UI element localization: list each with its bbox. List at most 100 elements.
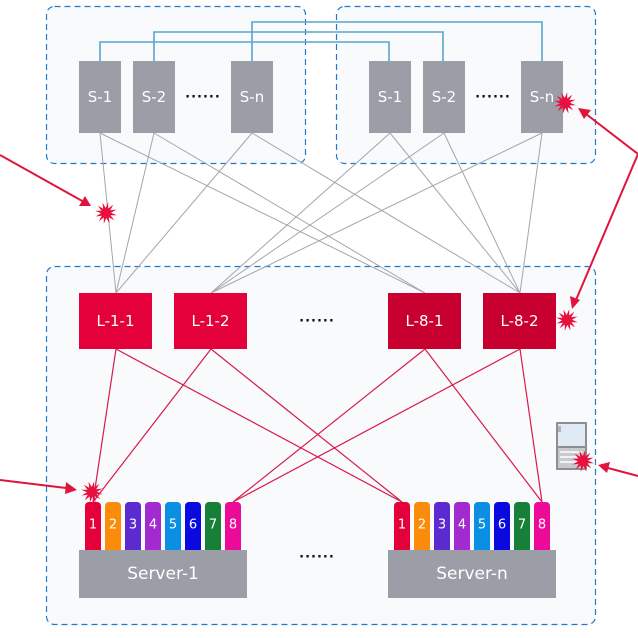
leaf-node-l-1-2[interactable]: L-1-2 bbox=[174, 293, 247, 349]
spine-interconnect-links bbox=[99, 21, 543, 61]
link bbox=[115, 132, 155, 294]
port-4[interactable]: 4 bbox=[145, 502, 161, 556]
port-2[interactable]: 2 bbox=[414, 502, 430, 556]
link bbox=[210, 348, 403, 503]
port-label: 4 bbox=[458, 518, 466, 533]
port-label: 7 bbox=[518, 518, 526, 533]
spine-node-label: S-n bbox=[240, 88, 264, 106]
port-5[interactable]: 5 bbox=[474, 502, 490, 556]
link bbox=[99, 132, 426, 294]
port-6[interactable]: 6 bbox=[494, 502, 510, 556]
fault-burst-storage-device bbox=[572, 450, 594, 472]
spine-node-s1[interactable]: S-1 bbox=[369, 61, 411, 133]
server-label: Server-1 bbox=[127, 564, 199, 584]
arrow-leaf-l-8-2 bbox=[575, 153, 638, 301]
leaf-node-l-8-2[interactable]: L-8-2 bbox=[483, 293, 556, 349]
spine-group-1-ellipsis: ······ bbox=[185, 90, 221, 105]
arrowhead bbox=[578, 108, 591, 119]
spine-group-2-ellipsis: ······ bbox=[475, 90, 511, 105]
spine-node-s2[interactable]: S-2 bbox=[133, 61, 175, 133]
servers-ellipsis: ······ bbox=[299, 550, 335, 565]
spine-node-label: S-n bbox=[530, 88, 554, 106]
link bbox=[251, 132, 521, 294]
fault-markers bbox=[81, 92, 594, 503]
port-label: 2 bbox=[418, 518, 426, 533]
port-label: 1 bbox=[398, 518, 406, 533]
port-2[interactable]: 2 bbox=[105, 502, 121, 556]
port-label: 8 bbox=[229, 518, 237, 533]
arrowhead bbox=[570, 296, 580, 309]
leaf-node-label: L-8-2 bbox=[500, 312, 538, 330]
spine-node-label: S-1 bbox=[88, 88, 112, 106]
port-label: 8 bbox=[538, 518, 546, 533]
port-7[interactable]: 7 bbox=[205, 502, 221, 556]
interconnect-s2 bbox=[153, 31, 444, 61]
link bbox=[210, 132, 543, 294]
arrow-server-1-port-1 bbox=[0, 479, 67, 489]
port-label: 5 bbox=[169, 518, 177, 533]
spine-node-label: S-2 bbox=[142, 88, 166, 106]
arrow-storage-device bbox=[607, 467, 638, 477]
link bbox=[519, 348, 543, 503]
leaf-node-label: L-1-1 bbox=[96, 312, 134, 330]
port-label: 3 bbox=[129, 518, 137, 533]
port-3[interactable]: 3 bbox=[125, 502, 141, 556]
leaf-node-label: L-8-1 bbox=[405, 312, 443, 330]
port-4[interactable]: 4 bbox=[454, 502, 470, 556]
link bbox=[519, 132, 543, 294]
port-label: 3 bbox=[438, 518, 446, 533]
leaf-server-links bbox=[92, 348, 543, 503]
port-label: 6 bbox=[498, 518, 506, 533]
link bbox=[210, 132, 391, 294]
fault-burst-server-1-port-1 bbox=[81, 481, 103, 503]
server-label: Server-n bbox=[436, 564, 508, 584]
leaf-node-l-1-1[interactable]: L-1-1 bbox=[79, 293, 152, 349]
port-label: 1 bbox=[89, 518, 97, 533]
port-1[interactable]: 1 bbox=[85, 502, 101, 556]
spine-node-s1[interactable]: S-1 bbox=[79, 61, 121, 133]
fault-arrows bbox=[0, 108, 638, 494]
link bbox=[443, 132, 521, 294]
spine-node-label: S-2 bbox=[432, 88, 456, 106]
arrowhead bbox=[79, 196, 91, 206]
interconnect-sn bbox=[251, 21, 543, 61]
link bbox=[115, 132, 253, 294]
port-label: 2 bbox=[109, 518, 117, 533]
link bbox=[92, 348, 117, 503]
arrowhead bbox=[65, 482, 77, 494]
link bbox=[92, 348, 212, 503]
arrow-spine-sn bbox=[585, 113, 638, 155]
port-label: 5 bbox=[478, 518, 486, 533]
spine-node-sn[interactable]: S-n bbox=[231, 61, 273, 133]
port-5[interactable]: 5 bbox=[165, 502, 181, 556]
fault-burst-spine-leaf-link bbox=[95, 202, 117, 224]
port-label: 6 bbox=[189, 518, 197, 533]
port-8[interactable]: 8 bbox=[534, 502, 550, 556]
link bbox=[232, 348, 521, 503]
leaf-node-l-8-1[interactable]: L-8-1 bbox=[388, 293, 461, 349]
link bbox=[424, 348, 543, 503]
fault-burst-leaf-L-8-2 bbox=[556, 309, 578, 331]
arrowhead bbox=[598, 462, 610, 473]
fault-burst-spine-group-2-S-n bbox=[554, 92, 576, 114]
link bbox=[232, 348, 426, 503]
spine-node-sn[interactable]: S-n bbox=[521, 61, 563, 133]
leaf-node-label: L-1-2 bbox=[191, 312, 229, 330]
spine-node-s2[interactable]: S-2 bbox=[423, 61, 465, 133]
port-8[interactable]: 8 bbox=[225, 502, 241, 556]
link bbox=[210, 132, 445, 294]
port-7[interactable]: 7 bbox=[514, 502, 530, 556]
arrow-spine-leaf-link bbox=[0, 154, 85, 203]
port-label: 7 bbox=[209, 518, 217, 533]
link bbox=[389, 132, 521, 294]
port-6[interactable]: 6 bbox=[185, 502, 201, 556]
spine-node-label: S-1 bbox=[378, 88, 402, 106]
port-3[interactable]: 3 bbox=[434, 502, 450, 556]
port-1[interactable]: 1 bbox=[394, 502, 410, 556]
leaf-group-ellipsis: ······ bbox=[299, 314, 335, 329]
